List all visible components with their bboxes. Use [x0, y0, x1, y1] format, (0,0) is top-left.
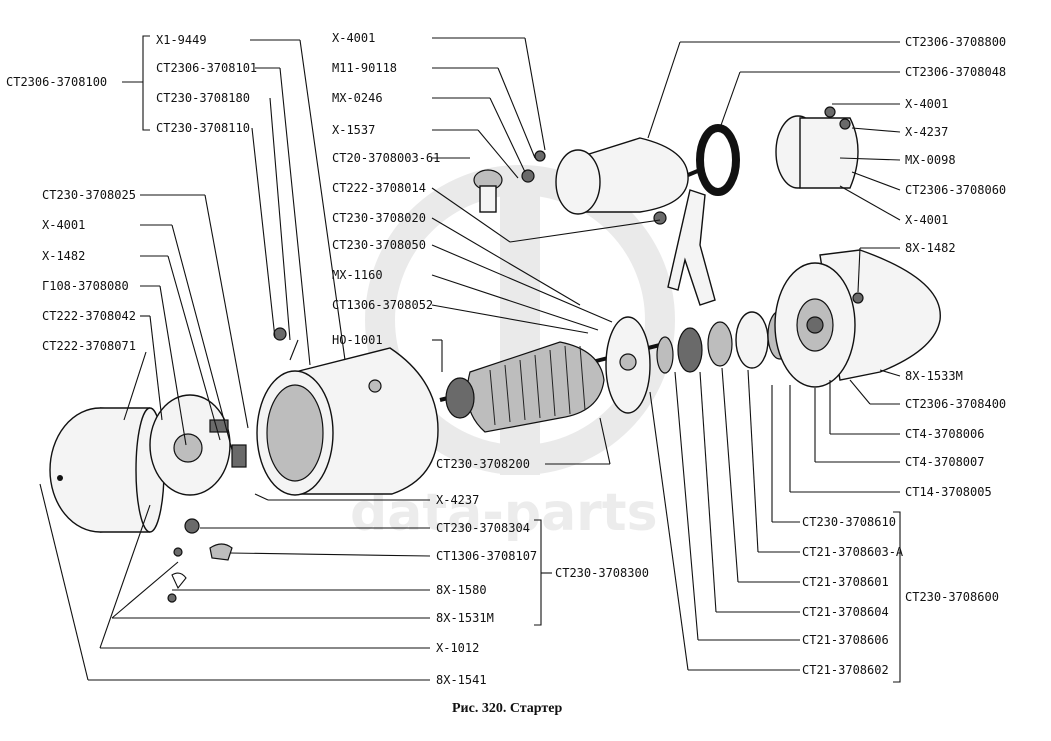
label: X-4237	[436, 493, 479, 507]
armature	[439, 341, 661, 433]
label: СТ230-3708600	[905, 590, 999, 604]
label: СТ20-3708003-61	[332, 151, 440, 165]
label: X1-9449	[156, 33, 207, 47]
label: МХ-0246	[332, 91, 383, 105]
label: СТ230-3708020	[332, 211, 426, 225]
label: СТ2306-3708800	[905, 35, 1006, 49]
leader-lines	[39, 35, 901, 683]
label: X-4001	[42, 218, 85, 232]
label: X-1537	[332, 123, 375, 137]
seal-ring	[696, 124, 740, 196]
label: СТ230-3708180	[156, 91, 250, 105]
label: МХ-0098	[905, 153, 956, 167]
label: СТ230-3708610	[802, 515, 896, 529]
label: СТ21-3708606	[802, 633, 889, 647]
label: X-1482	[42, 249, 85, 263]
figure-caption: Рис. 320. Стартер	[452, 701, 562, 716]
label: СТ2306-3708060	[905, 183, 1006, 197]
label: СТ230-3708200	[436, 457, 530, 471]
label: X-1012	[436, 641, 479, 655]
label: НО-1001	[332, 333, 383, 347]
shift-fork	[653, 189, 716, 306]
label: СТ2306-3708100	[6, 75, 107, 89]
brush-holder-plate	[149, 394, 247, 496]
solenoid	[521, 137, 701, 215]
watermark-text: data-parts	[350, 483, 658, 543]
label: СТ1306-3708107	[436, 549, 537, 563]
label: СТ230-3708025	[42, 188, 136, 202]
label: СТ1306-3708052	[332, 298, 433, 312]
label: X-4237	[905, 125, 948, 139]
label: СТ222-3708042	[42, 309, 136, 323]
label: СТ14-3708005	[905, 485, 992, 499]
small-parts	[167, 518, 233, 603]
label: СТ230-3708050	[332, 238, 426, 252]
drive-end-housing	[774, 249, 941, 388]
label: СТ21-3708604	[802, 605, 889, 619]
stator-housing	[256, 327, 439, 496]
label: СТ2306-3708400	[905, 397, 1006, 411]
intermediate-plate	[605, 316, 651, 414]
label: X-4001	[905, 213, 948, 227]
label: СТ230-3708304	[436, 521, 530, 535]
plunger-cap	[473, 169, 503, 213]
label: 8Х-1533М	[905, 369, 963, 383]
label: СТ2306-3708048	[905, 65, 1006, 79]
label: М11-90118	[332, 61, 397, 75]
label: X-4001	[905, 97, 948, 111]
label: Г108-3708080	[42, 279, 129, 293]
relay-cover	[775, 106, 859, 189]
label: СТ21-3708603-А	[802, 545, 904, 559]
label: 8Х-1580	[436, 583, 487, 597]
label: X-4001	[332, 31, 375, 45]
drive-assembly	[656, 310, 793, 374]
label: СТ4-3708007	[905, 455, 984, 469]
label: СТ222-3708071	[42, 339, 136, 353]
labels: X1-9449 СТ2306-3708101 СТ230-3708180 СТ2…	[6, 31, 1006, 687]
label: СТ4-3708006	[905, 427, 984, 441]
label: СТ230-3708110	[156, 121, 250, 135]
label: МХ-1160	[332, 268, 383, 282]
label: СТ21-3708601	[802, 575, 889, 589]
label: СТ222-3708014	[332, 181, 426, 195]
label: СТ230-3708300	[555, 566, 649, 580]
label: СТ21-3708602	[802, 663, 889, 677]
label: СТ2306-3708101	[156, 61, 257, 75]
label: 8Х-1531М	[436, 611, 494, 625]
label: 8Х-1482	[905, 241, 956, 255]
label: 8Х-1541	[436, 673, 487, 687]
rear-cover	[49, 407, 165, 533]
